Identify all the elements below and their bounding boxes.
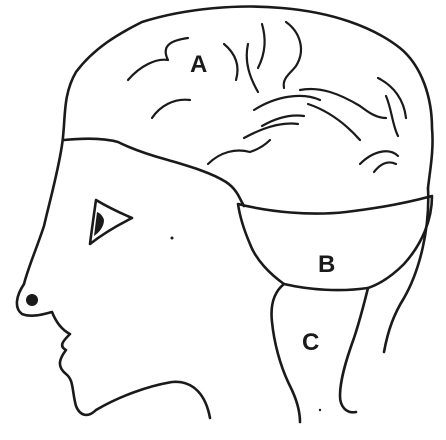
- cerebrum-fold: [254, 96, 320, 110]
- cerebrum-fold: [152, 100, 190, 118]
- scan-speck: [171, 237, 174, 240]
- cerebrum-fold: [300, 89, 386, 118]
- cerebrum-fold: [208, 140, 270, 164]
- eye-pupil: [94, 212, 104, 236]
- cerebrum-fold: [247, 44, 258, 92]
- cerebrum-lower-boundary: [64, 139, 244, 206]
- region-label-b: B: [318, 251, 335, 278]
- region-label-c: C: [302, 329, 319, 356]
- scan-speck: [319, 409, 321, 411]
- neck-back-line: [384, 188, 428, 352]
- region-label-a: A: [190, 51, 207, 78]
- cerebrum-fold: [386, 96, 398, 136]
- cerebrum-fold: [258, 24, 265, 68]
- brainstem-left-edge: [272, 284, 301, 422]
- head-profile-outline: [17, 7, 433, 418]
- cerebrum-fold: [308, 104, 360, 140]
- cerebrum-fold: [128, 38, 188, 80]
- cerebrum-fold: [224, 44, 238, 80]
- cerebrum-fold: [284, 22, 301, 88]
- nostril-dot: [26, 294, 38, 306]
- cerebrum-fold: [374, 162, 396, 172]
- brainstem-right-edge: [340, 288, 368, 412]
- cerebrum-fold: [244, 124, 298, 138]
